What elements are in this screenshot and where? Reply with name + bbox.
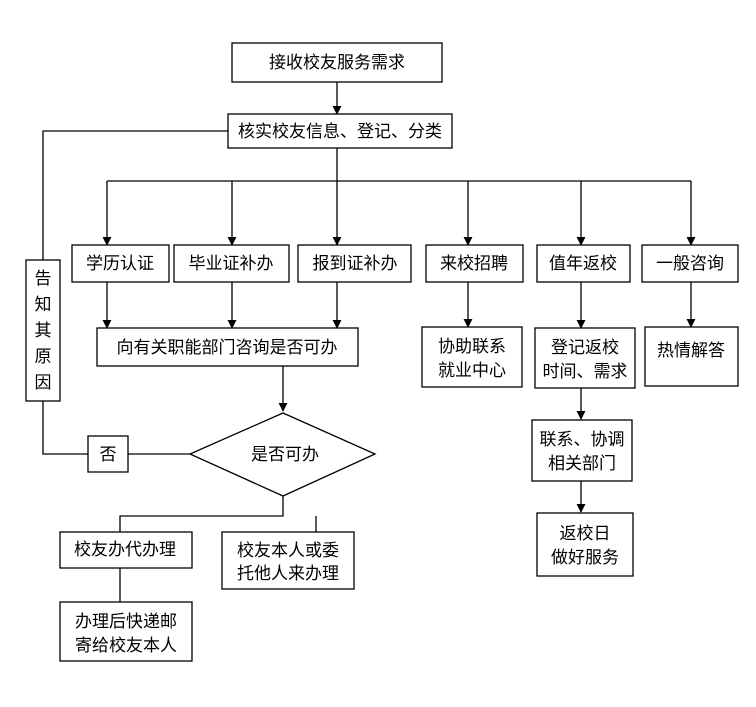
node-serve-day-line-2: 做好服务 bbox=[551, 548, 619, 568]
node-mail: 办理后快递邮 寄给校友本人 bbox=[59, 601, 193, 662]
node-self: 校友本人或委 托他人来办理 bbox=[221, 531, 355, 590]
node-report: 报到证补办 bbox=[297, 244, 412, 283]
node-employment-line-1: 协助联系 bbox=[438, 337, 506, 357]
node-inquire: 向有关职能部门咨询是否可办 bbox=[96, 327, 359, 367]
node-consult: 一般咨询 bbox=[641, 244, 739, 283]
node-inform-char-4: 原 bbox=[35, 347, 52, 367]
node-education: 学历认证 bbox=[71, 244, 170, 283]
node-register-return-line-2: 时间、需求 bbox=[543, 362, 628, 382]
node-serve-day-line-1: 返校日 bbox=[560, 524, 611, 544]
node-no: 否 bbox=[87, 435, 129, 473]
node-register-return-line-1: 登记返校 bbox=[551, 338, 619, 358]
line-inform-to-no bbox=[42, 401, 88, 455]
node-receive-label: 接收校友服务需求 bbox=[269, 53, 405, 73]
node-no-label: 否 bbox=[100, 445, 117, 465]
node-contact-dept-line-1: 联系、协调 bbox=[540, 430, 625, 450]
node-verify-label: 核实校友信息、登记、分类 bbox=[238, 122, 442, 142]
node-self-line-2: 托他人来办理 bbox=[237, 564, 339, 584]
node-mail-line-1: 办理后快递邮 bbox=[75, 612, 177, 632]
node-anniversary-label: 值年返校 bbox=[549, 254, 617, 274]
node-mail-line-2: 寄给校友本人 bbox=[75, 636, 177, 656]
node-recruit-label: 来校招聘 bbox=[440, 254, 508, 274]
node-inform-char-1: 告 bbox=[35, 269, 52, 289]
node-inform-reason: 告 知 其 原 因 bbox=[25, 259, 61, 402]
node-diploma-label: 毕业证补办 bbox=[189, 254, 274, 274]
node-inform-char-3: 其 bbox=[35, 321, 52, 341]
node-self-line-1: 校友本人或委 bbox=[237, 541, 339, 561]
node-inquire-label: 向有关职能部门咨询是否可办 bbox=[117, 338, 338, 358]
connectors bbox=[42, 82, 696, 602]
node-education-label: 学历认证 bbox=[86, 254, 154, 274]
node-decision-label: 是否可办 bbox=[251, 445, 319, 465]
node-anniversary: 值年返校 bbox=[536, 244, 631, 283]
node-recruit: 来校招聘 bbox=[425, 244, 524, 283]
node-employment-line-2: 就业中心 bbox=[438, 361, 506, 381]
node-reply-label: 热情解答 bbox=[657, 341, 725, 361]
node-inform-char-2: 知 bbox=[35, 295, 52, 315]
node-verify: 核实校友信息、登记、分类 bbox=[227, 113, 453, 149]
node-contact-dept-line-2: 相关部门 bbox=[548, 454, 616, 474]
node-register-return: 登记返校 时间、需求 bbox=[534, 327, 636, 389]
node-inform-char-5: 因 bbox=[35, 373, 52, 393]
node-contact-dept: 联系、协调 相关部门 bbox=[531, 419, 633, 482]
node-consult-label: 一般咨询 bbox=[656, 254, 724, 274]
line-decision-to-outcomes bbox=[119, 496, 284, 532]
node-proxy: 校友办代办理 bbox=[59, 531, 193, 569]
node-diploma: 毕业证补办 bbox=[173, 244, 290, 283]
node-serve-day: 返校日 做好服务 bbox=[536, 512, 634, 577]
line-verify-to-inform bbox=[42, 130, 228, 260]
node-employment: 协助联系 就业中心 bbox=[421, 326, 523, 388]
node-decision: 是否可办 bbox=[188, 412, 377, 497]
node-receive: 接收校友服务需求 bbox=[231, 42, 443, 83]
node-reply: 热情解答 bbox=[644, 326, 739, 387]
node-proxy-label: 校友办代办理 bbox=[74, 540, 176, 560]
node-report-label: 报到证补办 bbox=[313, 254, 398, 274]
